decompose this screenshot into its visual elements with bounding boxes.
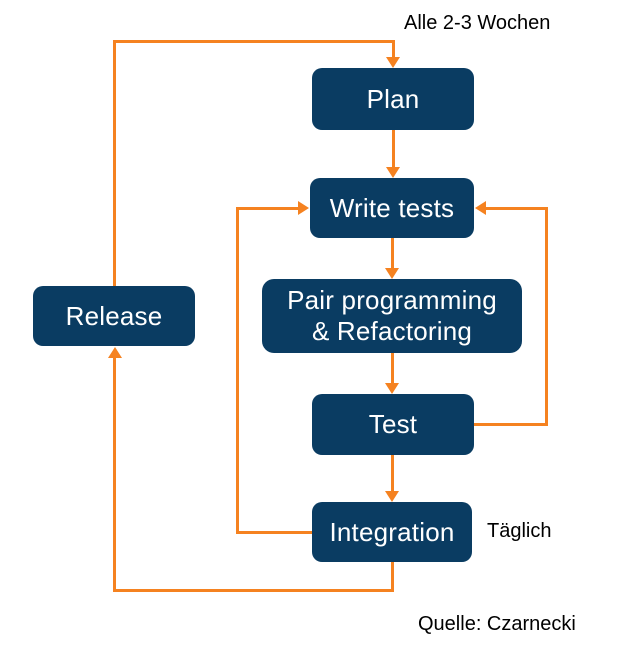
edge-right-loop-into-write-tests: [486, 207, 548, 210]
edge-test-to-integration: [391, 455, 394, 491]
arrowhead-into-pair: [385, 268, 399, 279]
node-pair-text-wrap: Pair programming & Refactoring: [287, 285, 497, 346]
edge-top-horizontal: [113, 40, 395, 43]
node-pair-label-line2: & Refactoring: [311, 316, 473, 346]
arrowhead-into-write-tests-right: [475, 201, 486, 215]
edge-bottom-horizontal: [113, 589, 394, 592]
arrowhead-into-integration: [385, 491, 399, 502]
annotation-source: Quelle: Czarnecki: [418, 613, 576, 635]
node-test[interactable]: Test: [312, 394, 474, 455]
annotation-integration-cadence: Täglich: [487, 520, 552, 542]
edge-right-loop-vertical: [545, 207, 548, 426]
node-write-tests[interactable]: Write tests: [310, 178, 474, 238]
node-release[interactable]: Release: [33, 286, 195, 346]
edge-top-to-plan-vertical: [392, 40, 395, 60]
node-test-label: Test: [368, 409, 418, 440]
node-integration[interactable]: Integration: [312, 502, 472, 562]
edge-integration-bottom-out: [391, 562, 394, 592]
node-plan[interactable]: Plan: [312, 68, 474, 130]
edge-integration-left-out: [236, 531, 314, 534]
node-write-tests-label: Write tests: [329, 192, 455, 223]
arrowhead-into-write-tests-top: [386, 167, 400, 178]
arrowhead-into-test: [385, 383, 399, 394]
node-pair-label-line1: Pair programming: [287, 285, 497, 316]
arrowhead-into-release: [108, 347, 122, 358]
edge-test-right-out: [473, 423, 548, 426]
annotation-release-cadence: Alle 2-3 Wochen: [404, 12, 551, 34]
edge-left-loop-into-write-tests: [236, 207, 299, 210]
arrowhead-into-plan: [386, 57, 400, 68]
node-pair-programming-refactoring[interactable]: Pair programming & Refactoring: [262, 279, 522, 353]
edge-bottom-to-release-vertical: [113, 358, 116, 589]
arrowhead-into-write-tests-left: [298, 201, 309, 215]
edge-pair-to-test: [391, 353, 394, 383]
edge-plan-to-write-tests: [392, 130, 395, 167]
node-plan-label: Plan: [366, 83, 420, 114]
edge-left-loop-vertical: [236, 207, 239, 534]
node-integration-label: Integration: [329, 516, 455, 547]
edge-release-to-top-vertical: [113, 40, 116, 286]
edge-write-tests-to-pair: [391, 238, 394, 268]
node-release-label: Release: [65, 300, 163, 331]
